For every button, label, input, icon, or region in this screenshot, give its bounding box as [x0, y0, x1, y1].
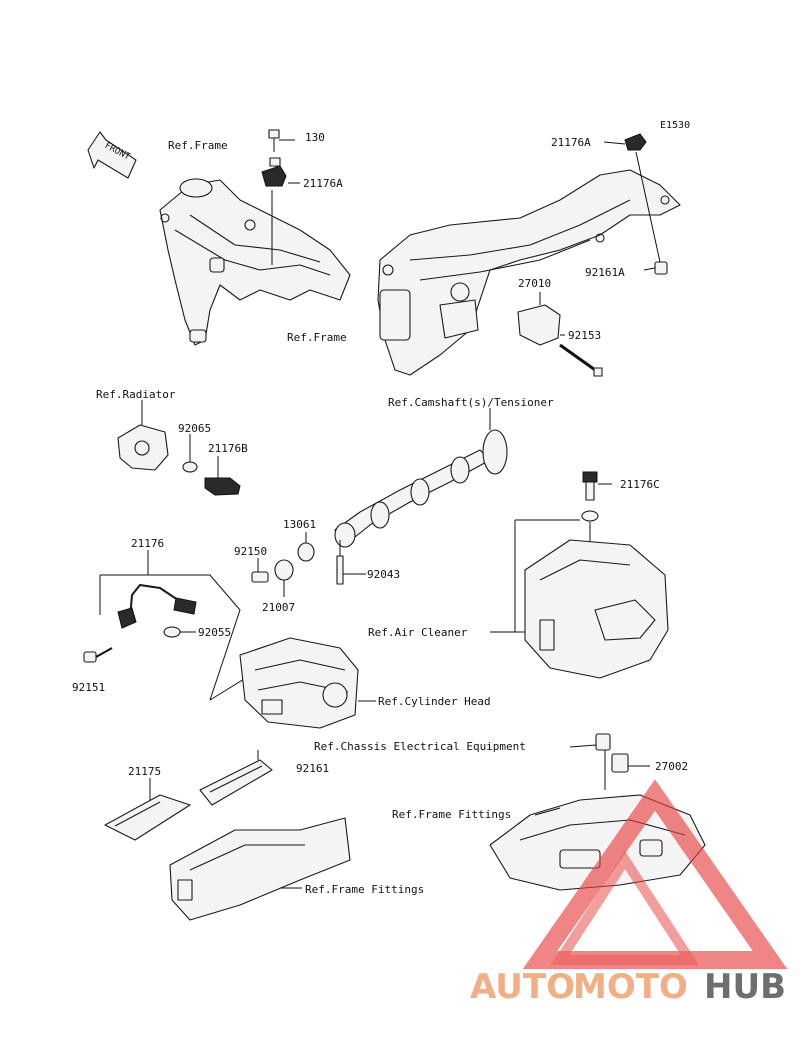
gasket-icon [581, 510, 599, 522]
label-ref-cylinder-head: Ref.Cylinder Head [378, 695, 491, 708]
label-ref-radiator: Ref.Radiator [96, 388, 176, 401]
part-27010-icon [517, 304, 561, 346]
label-ref-camshaft: Ref.Camshaft(s)/Tensioner [388, 396, 554, 409]
label-27010: 27010 [518, 277, 551, 290]
bolt-92153-icon [559, 343, 603, 377]
front-arrow-icon: FRONT [87, 131, 137, 179]
bolt-130-icon [268, 129, 280, 152]
automotohub-logo: AUTO MOTO HUB [470, 779, 788, 1007]
oring-92055-icon [163, 626, 181, 638]
connector-icon [595, 733, 611, 751]
sensor-21176-icon [117, 584, 197, 629]
gasket-92065-icon [182, 461, 198, 473]
label-ref-frame-left: Ref.Frame [168, 139, 228, 152]
label-ref-chassis-electrical: Ref.Chassis Electrical Equipment [314, 740, 526, 753]
label-ref-frame-right: Ref.Frame [287, 331, 347, 344]
frame-left-drawing [159, 178, 351, 346]
pin-92043-icon [336, 555, 344, 585]
label-13061: 13061 [283, 518, 316, 531]
diagram-code: E1530 [660, 120, 690, 131]
label-21007: 21007 [262, 601, 295, 614]
part-21175-drawing [104, 794, 191, 841]
air-cleaner-drawing [524, 539, 669, 679]
label-92065: 92065 [178, 422, 211, 435]
label-92151: 92151 [72, 681, 105, 694]
sensor-21176a-icon [261, 157, 287, 187]
label-ref-frame-fittings-right: Ref.Frame Fittings [392, 808, 511, 821]
cylinder-head-drawing [239, 637, 359, 729]
frame-fittings-bottom-drawing [169, 817, 351, 921]
label-ref-air-cleaner: Ref.Air Cleaner [368, 626, 468, 639]
label-21176: 21176 [131, 537, 164, 550]
sensor-21176c-icon [582, 471, 598, 501]
bolt-92150-icon [251, 571, 269, 583]
camshaft-drawing [334, 429, 508, 548]
label-92153: 92153 [568, 329, 601, 342]
label-92150: 92150 [234, 545, 267, 558]
label-21176a-left: 21176A [303, 177, 343, 190]
sensor-21176a-right-icon [624, 133, 647, 151]
label-92055: 92055 [198, 626, 231, 639]
label-21175: 21175 [128, 765, 161, 778]
radiator-housing-drawing [117, 424, 169, 471]
label-21176b: 21176B [208, 442, 248, 455]
bolt-92161a-icon [654, 261, 668, 275]
watermark-hub: HUB [704, 967, 786, 1007]
part-92161-drawing [199, 759, 273, 806]
label-92161a: 92161A [585, 266, 625, 279]
label-92161: 92161 [296, 762, 329, 775]
part-27002-icon [611, 753, 629, 773]
bolt-92151-icon [83, 647, 113, 663]
frame-right-drawing [377, 169, 681, 376]
watermark-moto: MOTO [573, 967, 688, 1007]
label-92043: 92043 [367, 568, 400, 581]
part-13061-icon [297, 542, 315, 562]
label-130: 130 [305, 131, 325, 144]
watermark-auto: AUTO [470, 967, 575, 1007]
label-21176c: 21176C [620, 478, 660, 491]
part-21007-icon [274, 559, 294, 581]
frame-fittings-right-drawing [489, 794, 706, 891]
label-ref-frame-fittings-bottom: Ref.Frame Fittings [305, 883, 424, 896]
label-27002: 27002 [655, 760, 688, 773]
label-21176a-right: 21176A [551, 136, 591, 149]
sensor-21176b-icon [204, 477, 241, 496]
